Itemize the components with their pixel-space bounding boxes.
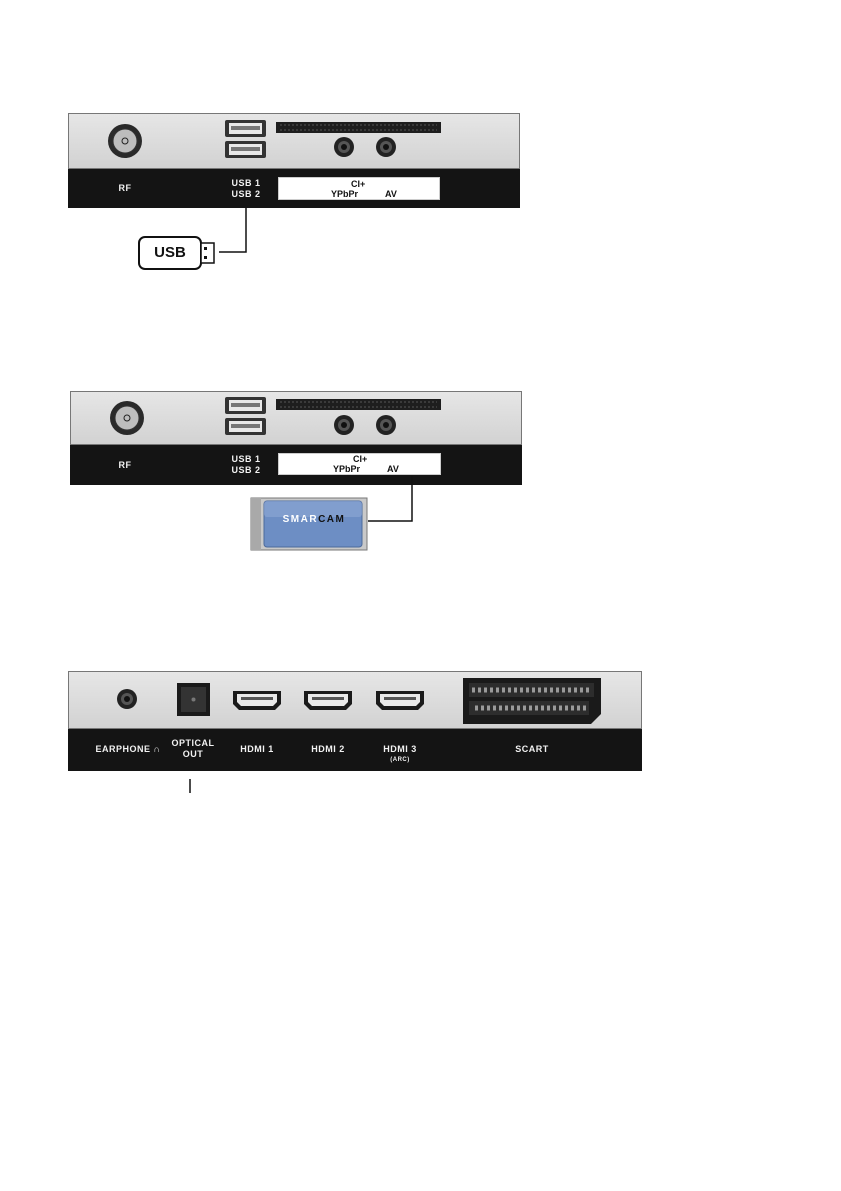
cam-brand-label: SMARCAM [266, 514, 362, 525]
usb-connection-line [68, 113, 520, 273]
cam-brand-part-b: CAM [318, 514, 345, 525]
side-connectors-diagram: EARPHONE ∩ OPTICAL OUT HDMI 1 HDMI 2 HDM… [68, 671, 642, 791]
usb-stick-label: USB [142, 244, 198, 261]
optical-connection-line [68, 671, 642, 796]
ci-cam-connection-diagram: RF USB 1 USB 2 CI+ YPbPr AV SMARCAM [70, 391, 522, 551]
cam-brand-part-a: SMAR [283, 514, 318, 525]
ci-cam-module-icon [250, 497, 370, 553]
usb-connection-diagram: RF USB 1 USB 2 CI+ YPbPr AV USB [68, 113, 520, 273]
